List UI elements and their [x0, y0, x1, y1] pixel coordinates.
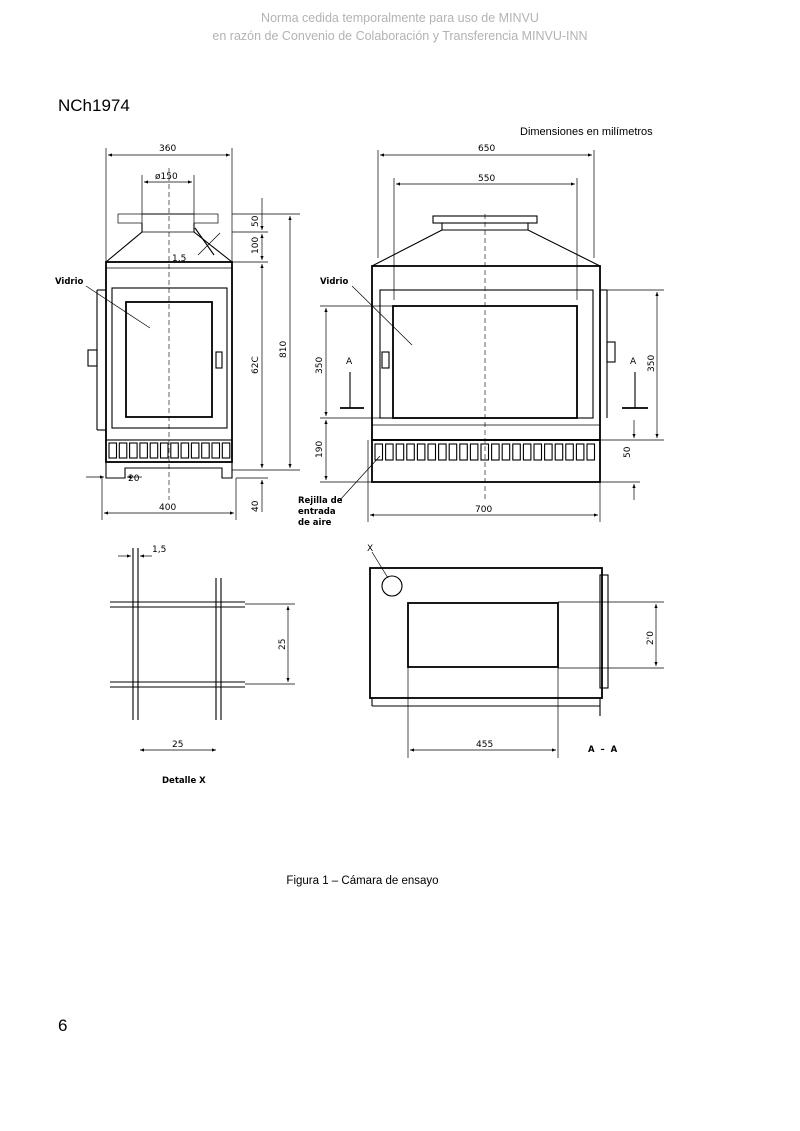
- label-glass-side: Vidrio: [320, 277, 349, 287]
- dim-left-350: 350: [315, 357, 325, 374]
- dim-v620: 62C: [251, 356, 261, 374]
- grille-slot: [129, 442, 138, 459]
- section-opening: [407, 602, 559, 668]
- side-grille: [371, 439, 601, 483]
- dim-detail-h25: 25: [172, 740, 183, 750]
- dim-right-350: 350: [647, 355, 657, 372]
- grille-slot: [108, 442, 118, 459]
- grille-slot: [190, 442, 200, 459]
- label-grille-line-3: de aire: [298, 518, 332, 528]
- dim-base-700: 700: [475, 505, 492, 515]
- dim-wall-thickness: 1,5: [172, 254, 186, 264]
- dim-section-h455: 455: [476, 740, 493, 750]
- grille-slot: [512, 443, 521, 461]
- side-hood: [371, 229, 601, 267]
- section-a-a: X 2'0 455 A – A: [367, 544, 664, 758]
- dim-flue-diameter: ø150: [155, 172, 178, 182]
- grille-slot: [491, 443, 500, 461]
- label-glass-front: Vidrio: [55, 277, 84, 287]
- grille-slot: [554, 443, 564, 461]
- grille-slot: [395, 443, 405, 461]
- grille-slot: [118, 442, 128, 459]
- grille-slot: [201, 442, 210, 459]
- dim-right-50: 50: [623, 446, 633, 458]
- dim-v50: 50: [251, 215, 261, 227]
- section-mark-right: A: [630, 357, 637, 367]
- grille-slot: [480, 443, 490, 461]
- units-note: Dimensiones en milímetros: [520, 126, 653, 138]
- dim-v40: 40: [251, 500, 261, 512]
- dim-foot: 20: [128, 474, 140, 484]
- dim-inner-550: 550: [478, 174, 495, 184]
- label-grille: Rejilla de entrada de aire: [298, 496, 345, 528]
- grille-slot: [459, 443, 468, 461]
- flue-plate-right: [193, 213, 219, 224]
- grille-slot: [565, 443, 574, 461]
- dim-v100: 100: [251, 237, 261, 254]
- grille-slot: [374, 443, 384, 461]
- grille-slot: [575, 443, 585, 461]
- dim-section-v210: 2'0: [646, 631, 656, 645]
- grille-slot: [438, 443, 447, 461]
- flue-plate-left: [117, 213, 143, 224]
- grille-slot: [469, 443, 479, 461]
- dim-detail-v25: 25: [278, 639, 288, 650]
- grille-slot: [170, 442, 179, 459]
- watermark-line-1: Norma cedida temporalmente para uso de M…: [261, 11, 539, 25]
- grille-slot: [385, 443, 394, 461]
- label-grille-line-1: Rejilla de: [298, 496, 343, 506]
- grille-slot: [180, 442, 190, 459]
- grid-base: [369, 567, 603, 699]
- front-feet: [105, 462, 233, 479]
- label-grille-line-2: entrada: [298, 507, 336, 517]
- grille-slot: [139, 442, 148, 459]
- side-right-handle: [606, 341, 616, 363]
- dim-v810: 810: [279, 341, 289, 358]
- grille-slot: [533, 443, 543, 461]
- grille-slot: [149, 442, 159, 459]
- dim-base-width: 400: [159, 503, 176, 513]
- grille-slot: [416, 443, 426, 461]
- side-glass-frame: [379, 289, 594, 419]
- grille-slot: [522, 443, 532, 461]
- front-glass: [125, 301, 213, 418]
- right-handle: [215, 351, 223, 369]
- front-grille: [105, 439, 233, 463]
- grille-slot: [448, 443, 458, 461]
- figure-caption: Figura 1 – Cámara de ensayo: [286, 875, 439, 887]
- side-left-handle: [381, 351, 390, 369]
- grille-slot: [501, 443, 511, 461]
- grille-slot: [211, 442, 221, 459]
- grille-slot: [221, 442, 231, 459]
- detail-x: 1,5 25 25 Detalle X: [110, 545, 295, 786]
- section-aa-title: A – A: [588, 745, 618, 755]
- detail-x-title: Detalle X: [162, 776, 206, 786]
- document-code: NCh1974: [58, 96, 130, 115]
- watermark-line-2: en razón de Convenio de Colaboración y T…: [212, 29, 588, 43]
- dim-width-top: 360: [159, 144, 176, 154]
- grille-slot: [544, 443, 553, 461]
- detail-x-marker: X: [367, 544, 373, 554]
- grille-slot: [159, 442, 169, 459]
- left-handle: [87, 349, 98, 367]
- dim-outer-650: 650: [478, 144, 495, 154]
- grille-slot: [427, 443, 437, 461]
- grille-slot: [406, 443, 415, 461]
- detail-x-marker-circle: [381, 575, 403, 597]
- wall-thickness-arrow: [194, 227, 215, 256]
- page-number: 6: [58, 1016, 68, 1035]
- dim-wire-thickness: 1,5: [152, 545, 166, 555]
- front-view: 360 ø150 1,5 50 100 62C 810 40 20 400 Vi…: [55, 144, 300, 520]
- dim-left-190: 190: [315, 441, 325, 458]
- side-body: [371, 265, 601, 441]
- front-glass-frame: [111, 287, 228, 429]
- side-view: A A 650 550 350 190 350 50 700 Vidrio: [298, 144, 664, 528]
- grille-slot: [586, 443, 596, 461]
- section-mark-left: A: [346, 357, 353, 367]
